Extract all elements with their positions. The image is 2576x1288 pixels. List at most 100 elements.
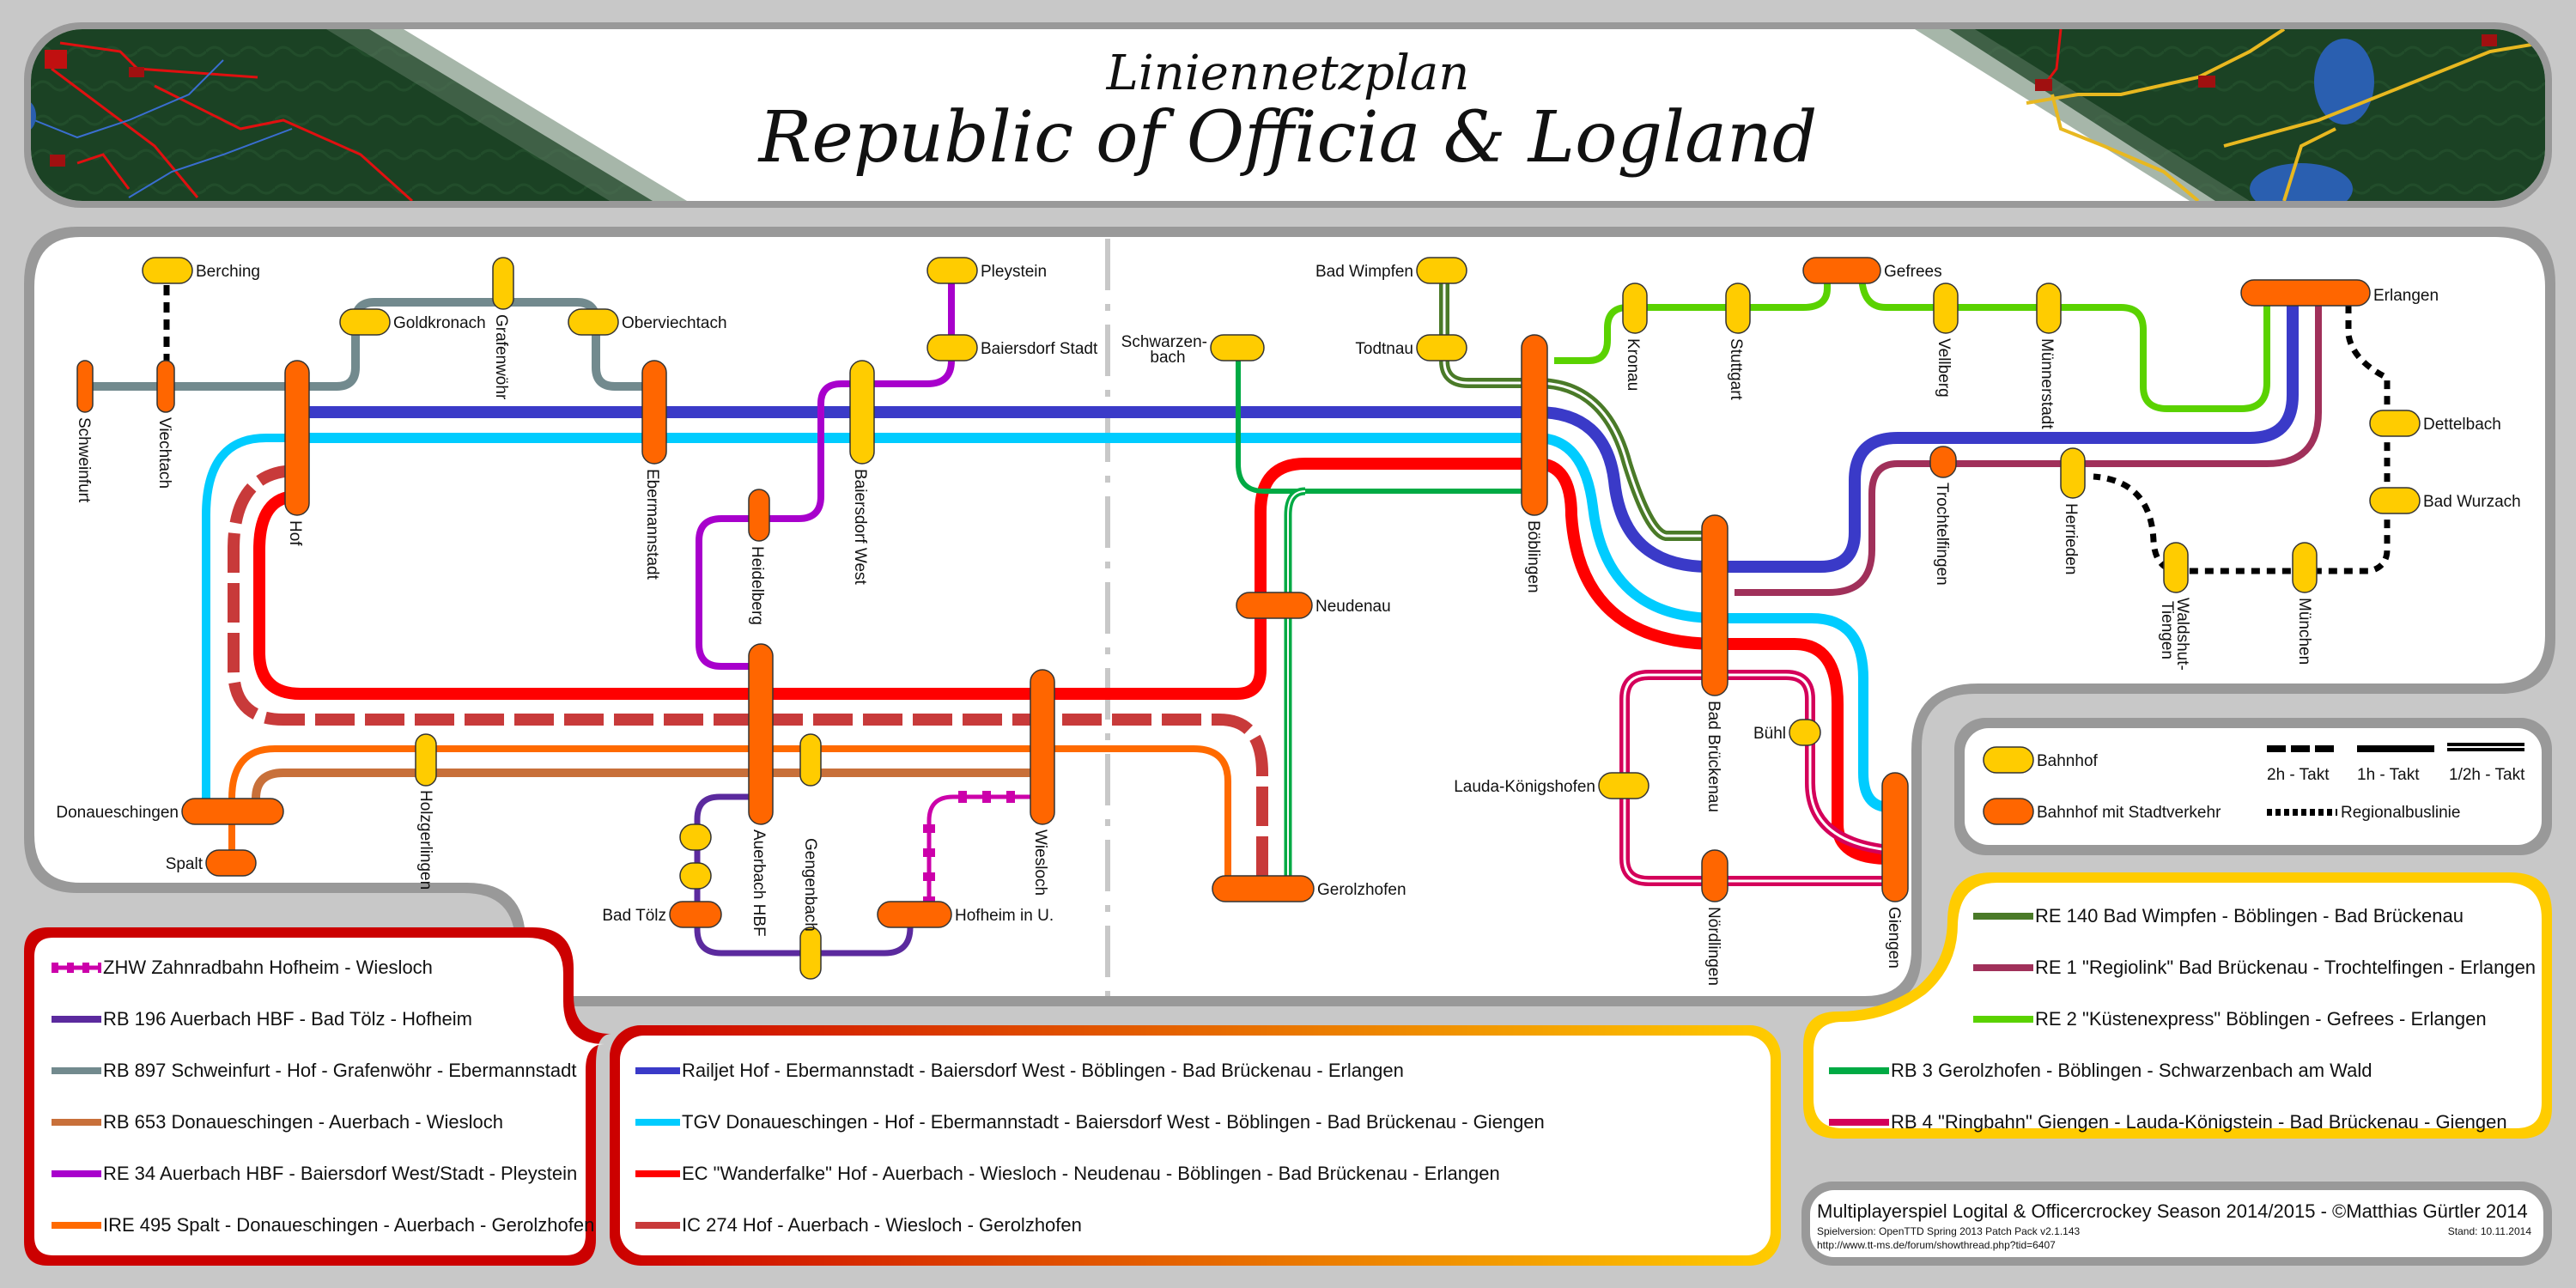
legend-line-item: RE 2 "Küstenexpress" Böblingen - Gefrees… [1973,1008,2487,1030]
legend-line-label: RE 140 Bad Wimpfen - Böblingen - Bad Brü… [2035,905,2464,927]
label-dettelbach: Dettelbach [2423,416,2501,434]
label-waldshut-2: Tiengen [2158,601,2176,659]
station-wiesloch[interactable] [1030,669,1055,825]
key-1h-label: 1h - Takt [2357,766,2420,784]
station-boeblingen[interactable] [1521,334,1548,516]
station-trochtelfingen[interactable] [1929,446,1957,478]
station-grafenwoehr[interactable] [492,257,514,310]
station-todtnau[interactable] [1416,334,1467,361]
label-hofheim: Hofheim in U. [955,907,1054,925]
station-gengenbach[interactable] [799,927,822,980]
station-hofheim[interactable] [877,901,952,928]
legend-line-label: RE 34 Auerbach HBF - Baiersdorf West/Sta… [103,1163,577,1184]
station-oberviechtach[interactable] [568,308,619,336]
label-boeblingen: Böblingen [1524,520,1542,593]
station-pleystein[interactable] [927,257,978,284]
label-auerbach: Auerbach HBF [750,829,768,937]
route-rb653 [252,769,1039,799]
legend-line-label: RB 196 Auerbach HBF - Bad Tölz - Hofheim [103,1008,472,1030]
station-bad-wurzach[interactable] [2369,487,2421,514]
route-ic274 [228,465,1268,886]
map-key: Bahnhof Bahnhof mit Stadtverkehr 2h - Ta… [1954,718,2552,855]
map-image-left [31,29,687,201]
station-lauda[interactable] [1598,772,1649,799]
legend-line-label: IC 274 Hof - Auerbach - Wiesloch - Gerol… [682,1214,1082,1236]
key-bus-label: Regionalbuslinie [2341,804,2460,822]
footer-version: Spielversion: OpenTTD Spring 2013 Patch … [1817,1225,2080,1237]
station-bad-wimpfen[interactable] [1416,257,1467,284]
station-auerbach[interactable] [748,643,774,825]
key-station-city-label: Bahnhof mit Stadtverkehr [2037,804,2221,822]
legend-line-label: RB 3 Gerolzhofen - Böblingen - Schwarzen… [1891,1060,2372,1081]
station-goldkronach[interactable] [339,308,391,336]
legend-line-label: RB 897 Schweinfurt - Hof - Grafenwöhr - … [103,1060,576,1081]
route-rb3-south-inner [1287,490,1306,886]
label-trochtelfingen: Trochtelfingen [1933,483,1951,586]
station-erlangen[interactable] [2240,279,2371,307]
header-banner: Liniennetzplan Republic of Officia & Log… [24,22,2552,208]
label-gerolzhofen: Gerolzhofen [1317,881,1406,899]
route-ec [253,458,1890,865]
station-gefrees[interactable] [1802,257,1881,284]
station-stop-a[interactable] [679,823,712,851]
label-vellberg: Vellberg [1935,338,1953,398]
station-spalt[interactable] [205,849,257,877]
station-giengen[interactable] [1881,772,1909,902]
station-bad-brueckenau[interactable] [1701,514,1728,696]
footer-main: Multiplayerspiel Logital & Officercrocke… [1817,1200,2528,1222]
station-buehl[interactable] [1789,719,1821,746]
station-donaueschingen[interactable] [181,798,284,825]
station-holzgerlingen[interactable] [415,733,437,787]
label-baiersdorf-stadt: Baiersdorf Stadt [981,340,1098,358]
legend-line-label: Railjet Hof - Ebermannstadt - Baiersdorf… [682,1060,1404,1081]
station-berching[interactable] [142,257,193,284]
station-bad-toelz[interactable] [669,901,722,928]
station-muenchen[interactable] [2292,542,2318,593]
station-kronau[interactable] [1622,283,1648,334]
station-waldshut[interactable] [2163,542,2189,593]
label-holzgerlingen: Holzgerlingen [416,790,434,890]
label-grafenwoehr: Grafenwöhr [492,314,510,400]
label-ebermannstadt: Ebermannstadt [643,469,661,580]
legend-line-item: IC 274 Hof - Auerbach - Wiesloch - Gerol… [635,1214,1082,1236]
station-schweinfurt[interactable] [76,360,94,413]
route-zhw [927,794,1039,903]
label-kronau: Kronau [1624,338,1642,391]
label-schwarzenbach-1: Schwarzen- [1121,333,1207,351]
legend-line-label: ZHW Zahnradbahn Hofheim - Wiesloch [103,957,433,978]
station-neudenau[interactable] [1236,592,1313,619]
label-hof: Hof [286,520,304,546]
station-stuttgart[interactable] [1725,283,1751,334]
legend-line-item: RB 897 Schweinfurt - Hof - Grafenwöhr - … [52,1060,576,1081]
station-ebermannstadt[interactable] [641,360,667,465]
station-viechtach[interactable] [156,360,175,413]
station-baiersdorf-west[interactable] [849,360,875,465]
legend-line-item: RB 653 Donaueschingen - Auerbach - Wiesl… [52,1111,503,1133]
header-subtitle: Liniennetzplan [1106,46,1470,101]
footer-link[interactable]: http://www.tt-ms.de/forum/showthread.php… [1817,1239,2056,1251]
label-viechtach: Viechtach [155,417,173,489]
route-re1 [1735,292,2322,596]
legend-line-label: RE 2 "Küstenexpress" Böblingen - Gefrees… [2035,1008,2487,1030]
station-noerdlingen[interactable] [1701,849,1728,902]
station-schwarzenbach[interactable] [1210,334,1265,361]
label-baiersdorf-west: Baiersdorf West [851,469,869,586]
station-vellberg[interactable] [1933,283,1959,334]
station-herrieden[interactable] [2060,447,2086,499]
legend-line-item: TGV Donaueschingen - Hof - Ebermannstadt… [635,1111,1545,1133]
stations [76,257,2421,980]
station-gerolzhofen[interactable] [1212,875,1315,902]
station-heidelberg[interactable] [748,489,770,542]
station-stop-b[interactable] [679,862,712,890]
label-bad-brueckenau: Bad Brückenau [1704,701,1722,812]
station-dettelbach[interactable] [2369,410,2421,437]
station-muennerstadt[interactable] [2036,283,2062,334]
label-muennerstadt: Münnerstadt [2038,338,2056,429]
label-noerdlingen: Nördlingen [1704,907,1722,986]
station-baiersdorf-stadt[interactable] [927,334,978,361]
station-hof[interactable] [284,360,310,516]
station-gengenbach-mid[interactable] [799,733,822,787]
label-schweinfurt: Schweinfurt [75,417,93,503]
route-re2 [1554,272,2270,412]
